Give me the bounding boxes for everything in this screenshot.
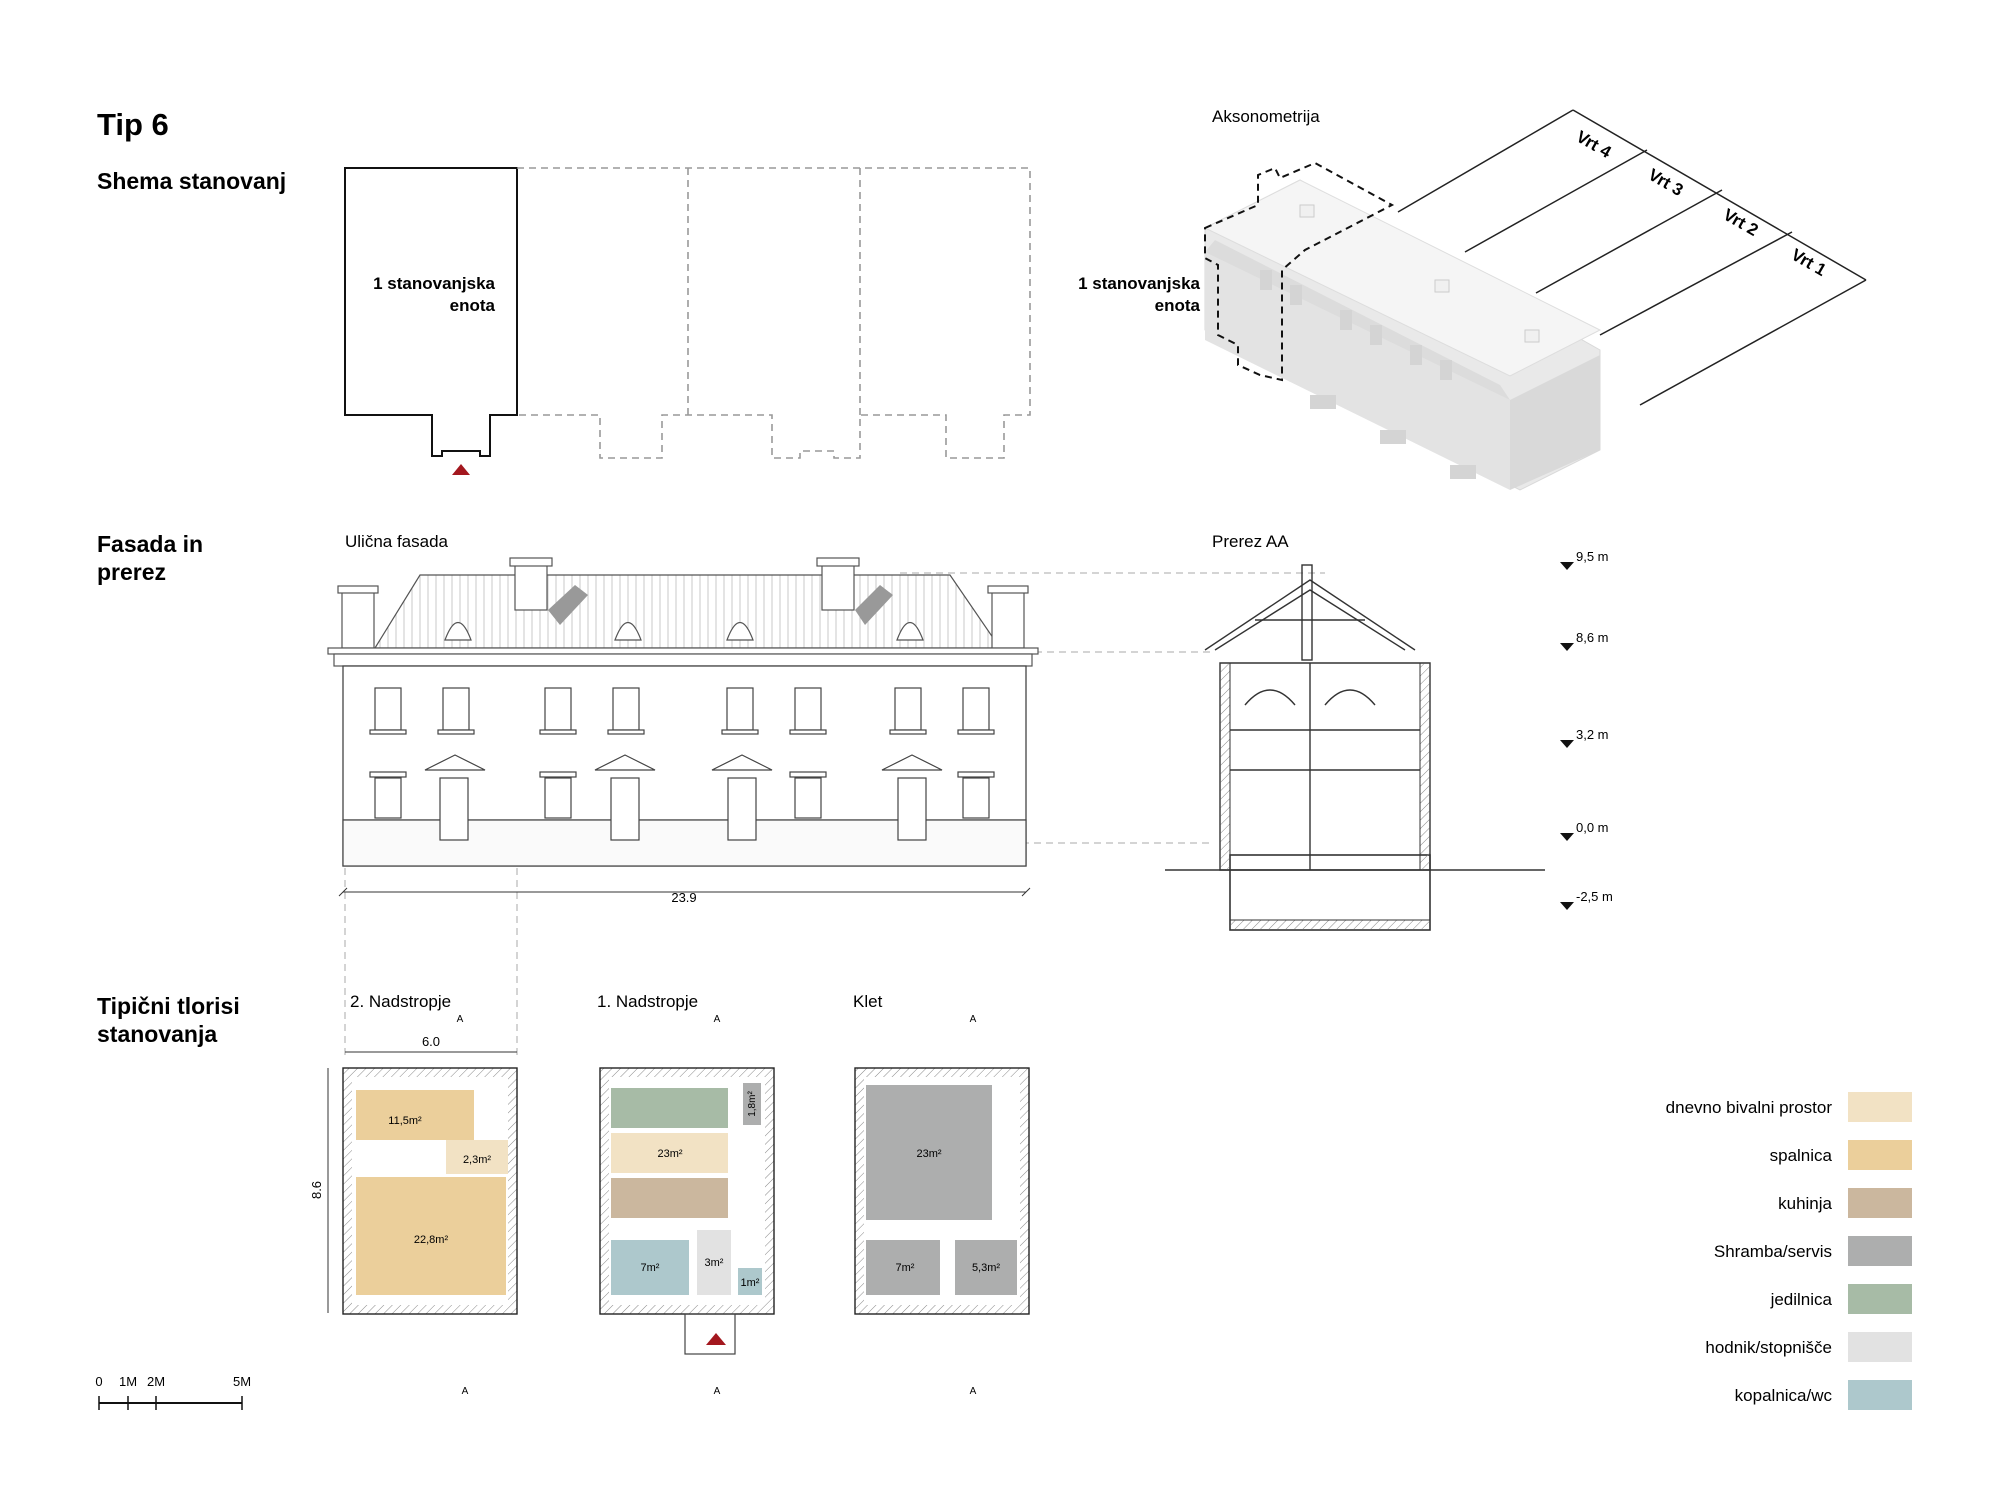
room-area-basement-storage2: 5,3m²: [972, 1262, 1000, 1274]
level-label-minus-2-5: -2,5 m: [1576, 889, 1613, 904]
section-title-plans-line1: Tipični tlorisi: [97, 993, 240, 1019]
section-marker-top-floor2: A: [457, 1014, 464, 1025]
section-marker-top-basement: A: [970, 1014, 977, 1025]
room-area-floor2-hall: 2,3m²: [463, 1154, 491, 1166]
axonometry-unit-label-line1: 1 stanovanjska: [1078, 274, 1200, 293]
facade-entrances: [424, 754, 943, 841]
section-marker-bottom-floor1: A: [714, 1386, 721, 1397]
unit-outline-dashed: [517, 167, 1031, 459]
axonometry-title: Aksonometrija: [1212, 107, 1320, 126]
plan-width-dimension: 6.0: [422, 1034, 440, 1049]
legend-label-2: kuhinja: [1778, 1194, 1832, 1213]
legend-swatch-4: [1848, 1284, 1912, 1314]
facade-width-label: 23.9: [671, 890, 696, 905]
section-marker-top-floor1: A: [714, 1014, 721, 1025]
scale-label-0: 0: [95, 1374, 102, 1389]
section-marker-bottom-basement: A: [970, 1386, 977, 1397]
level-label-0-0: 0,0 m: [1576, 820, 1609, 835]
legend-label-1: spalnica: [1770, 1146, 1833, 1165]
garden-label-4: Vrt 4: [1573, 127, 1615, 162]
garden-label-2: Vrt 2: [1720, 205, 1761, 240]
facade-width-dimension: [338, 887, 1031, 897]
axonometry-unit-outline: [1204, 161, 1395, 382]
entrance-marker: [452, 464, 470, 475]
plan-title-basement: Klet: [853, 992, 883, 1011]
facade-title: Ulična fasada: [345, 532, 449, 551]
garden-label-3: Vrt 3: [1645, 165, 1686, 200]
section-title-plans-line2: stanovanja: [97, 1021, 217, 1047]
legend-swatch-2: [1848, 1188, 1912, 1218]
legend-swatch-1: [1848, 1140, 1912, 1170]
section-marker-bottom-floor2: A: [462, 1386, 469, 1397]
section-title-facade-line2: prerez: [97, 559, 166, 585]
floor-plan-1st-floor: 1. Nadstropje A 1,8m² 23m² 7m² 3m² 1m² A: [597, 992, 775, 1397]
room-area-basement-storage1: 7m²: [896, 1262, 915, 1274]
room-area-floor1-bath: 7m²: [641, 1262, 660, 1274]
page-title: Tip 6: [97, 107, 169, 142]
axonometric-building: [1203, 179, 1602, 491]
legend-label-6: kopalnica/wc: [1735, 1386, 1833, 1405]
legend-label-4: jedilnica: [1770, 1290, 1833, 1309]
garden-label-1: Vrt 1: [1788, 245, 1829, 280]
level-label-3-2: 3,2 m: [1576, 727, 1609, 742]
level-label-8-6: 8,6 m: [1576, 630, 1609, 645]
unit-label-line1: 1 stanovanjska: [373, 274, 495, 293]
scale-bar: 0 1M 2M 5M: [95, 1374, 251, 1410]
facade-upper-windows: [369, 687, 995, 735]
section-title-scheme: Shema stanovanj: [97, 168, 286, 194]
level-label-9-5: 9,5 m: [1576, 549, 1609, 564]
section-title: Prerez AA: [1212, 532, 1289, 551]
room-area-floor1-wc: 1m²: [741, 1277, 760, 1289]
unit-scheme: 1 stanovanjska enota: [344, 167, 1031, 475]
section-aa: Prerez AA 9,5 m 8,6 m 3,2 m: [1165, 532, 1613, 931]
legend-label-5: hodnik/stopnišče: [1705, 1338, 1832, 1357]
room-area-basement-main: 23m²: [916, 1148, 941, 1160]
scale-label-1m: 1M: [119, 1374, 137, 1389]
level-markers: [1560, 562, 1574, 910]
plan-title-floor2: 2. Nadstropje: [350, 992, 451, 1011]
garden-plots: [1397, 109, 1867, 406]
street-facade: Ulična fasada: [327, 532, 1325, 1060]
facade-chimneys: [337, 557, 1029, 649]
floor-plan-2nd-floor: 2. Nadstropje A 6.0 8.6 11,5m² 2,3m² 22,…: [309, 992, 518, 1397]
scale-label-2m: 2M: [147, 1374, 165, 1389]
facade-dormers: [444, 621, 924, 641]
legend-swatch-6: [1848, 1380, 1912, 1410]
section-title-facade-line1: Fasada in: [97, 531, 203, 557]
room-area-floor2-main-bedroom: 22,8m²: [414, 1234, 449, 1246]
legend-label-0: dnevno bivalni prostor: [1666, 1098, 1833, 1117]
legend: dnevno bivalni prostor spalnica kuhinja …: [1666, 1092, 1912, 1410]
entrance-marker-plan: [706, 1333, 726, 1345]
legend-label-3: Shramba/servis: [1714, 1242, 1832, 1261]
unit-label-line2: enota: [450, 296, 496, 315]
plan-depth-dimension: 8.6: [309, 1181, 324, 1199]
scale-label-5m: 5M: [233, 1374, 251, 1389]
level-guide-lines: [344, 572, 1325, 1060]
axonometry: Aksonometrija Vrt 4 Vrt 3 Vrt 2 Vrt 1: [1078, 107, 1867, 491]
floor-plan-basement: Klet A 23m² 7m² 5,3m² A: [853, 992, 1030, 1397]
room-area-floor1-hall: 3m²: [705, 1257, 724, 1269]
plan-title-floor1: 1. Nadstropje: [597, 992, 698, 1011]
facade-lower-windows: [369, 771, 995, 819]
room-area-floor1-storage: 1,8m²: [747, 1091, 758, 1117]
room-area-floor1-living: 23m²: [657, 1148, 682, 1160]
legend-swatch-0: [1848, 1092, 1912, 1122]
legend-swatch-5: [1848, 1332, 1912, 1362]
axonometry-unit-label-line2: enota: [1155, 296, 1201, 315]
unit-outline-solid: [344, 167, 518, 457]
legend-swatch-3: [1848, 1236, 1912, 1266]
room-area-floor2-bedroom: 11,5m²: [388, 1115, 422, 1127]
